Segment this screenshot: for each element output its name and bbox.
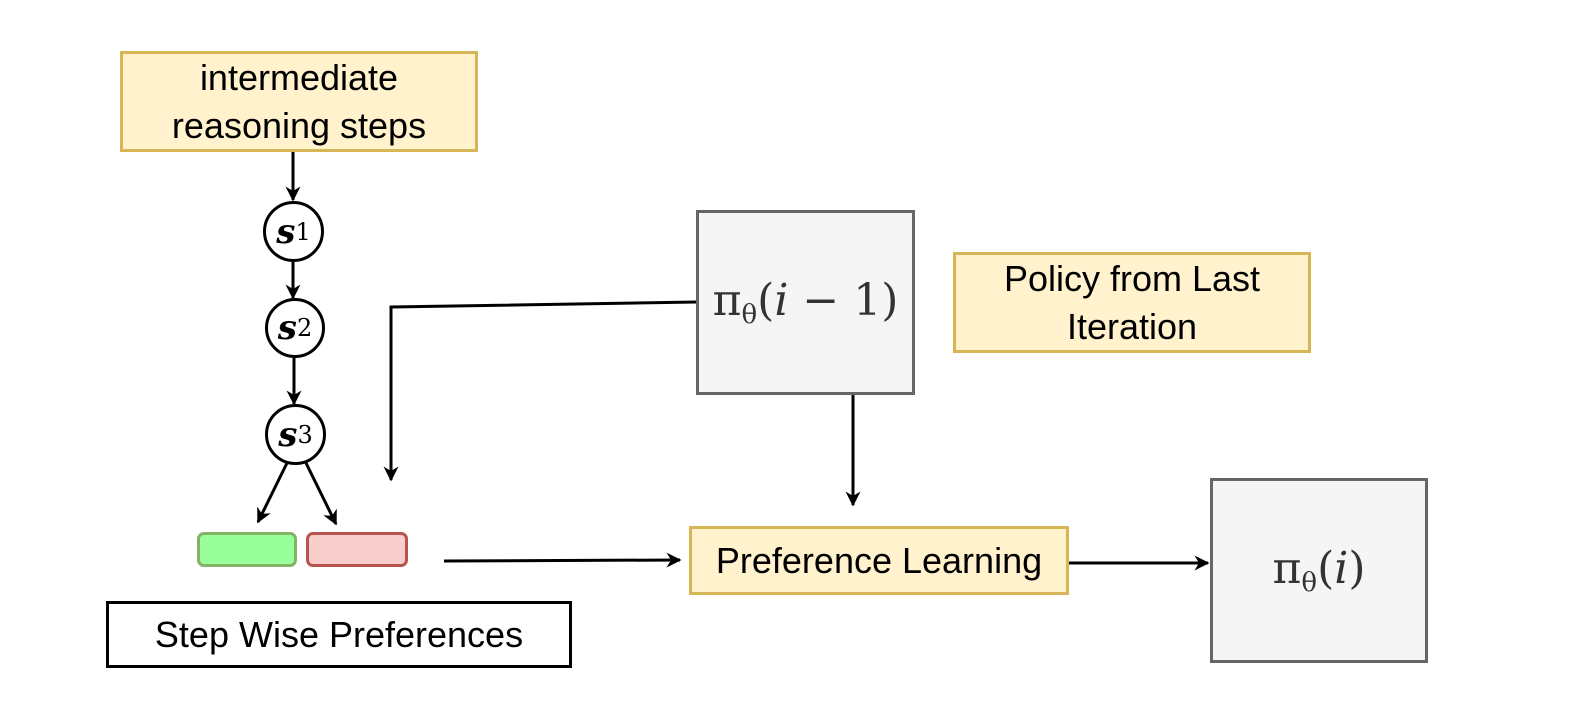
policy-last-iteration-line-1: Policy from Last xyxy=(1003,257,1261,299)
reasoning-steps-box: intermediate reasoning steps xyxy=(120,51,478,152)
state-s1-sub: 1 xyxy=(295,217,311,246)
state-s3-sub: 3 xyxy=(297,420,313,449)
policy-current-box: πθ(i) xyxy=(1210,478,1428,663)
step-wise-preferences-label: Step Wise Preferences xyxy=(154,613,524,655)
arrow-preferences-to-learning xyxy=(443,552,682,568)
policy-current-formula: πθ(i) xyxy=(1272,543,1366,598)
reasoning-steps-line-2: reasoning steps xyxy=(171,104,427,146)
arrow-s3-to-rejected xyxy=(304,462,338,526)
rejected-response-block xyxy=(306,532,408,567)
reasoning-steps-line-1: intermediate xyxy=(199,56,399,98)
policy-last-iteration-box: Policy from Last Iteration xyxy=(953,252,1311,353)
arrow-policy-prev-to-preferences xyxy=(383,300,698,482)
state-s1-var: s xyxy=(276,211,296,252)
state-s2-var: s xyxy=(277,308,297,348)
policy-previous-formula: πθ(i − 1) xyxy=(712,275,899,330)
policy-previous-box: πθ(i − 1) xyxy=(696,210,915,395)
step-wise-preferences-box: Step Wise Preferences xyxy=(106,601,572,668)
chosen-response-block xyxy=(197,532,297,567)
preference-learning-box: Preference Learning xyxy=(689,526,1069,595)
policy-last-iteration-line-2: Iteration xyxy=(1066,305,1198,347)
state-s2-sub: 2 xyxy=(296,314,313,342)
arrow-s3-to-chosen xyxy=(256,462,289,524)
preference-learning-label: Preference Learning xyxy=(715,539,1043,581)
state-s3-var: s xyxy=(278,414,298,455)
